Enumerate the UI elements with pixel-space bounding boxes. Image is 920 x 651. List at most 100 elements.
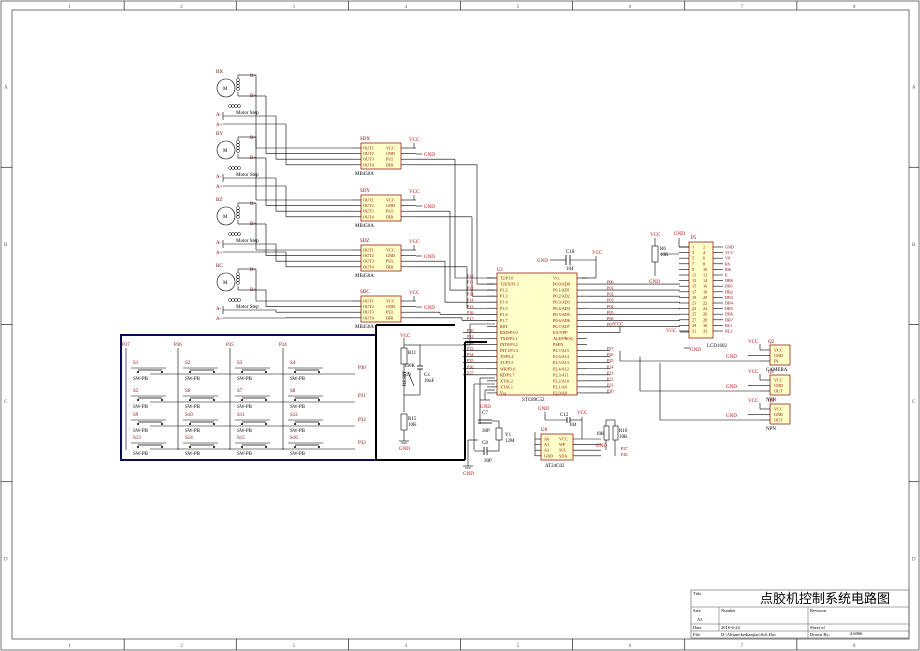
mcu-net-left: P15: [467, 304, 474, 309]
col-label-top: 3: [292, 5, 295, 10]
lcd-pin-left: 1: [692, 245, 694, 250]
col-label-bottom: 4: [404, 644, 407, 649]
keypad-col-label: P37: [122, 343, 130, 348]
switch-ref-label: S10: [185, 413, 193, 418]
size-value: A3: [697, 617, 703, 622]
sensor-ref-label: Q1: [768, 370, 775, 375]
lcd-vcc-label: VCC: [650, 233, 661, 238]
sensor-ref-label: Q2: [768, 340, 775, 345]
coil-b-icon: [236, 81, 240, 85]
motor-icon: [216, 272, 236, 292]
switch-terminal: [294, 423, 296, 425]
driver-pin-right: DIR: [386, 315, 393, 320]
mcu-pin-right: P2.2/A10: [553, 378, 569, 383]
motor-aminus-label: A-: [216, 241, 222, 246]
c12-label: C12: [560, 413, 569, 418]
mcu-pin-left: TXD/P3.1: [500, 336, 517, 341]
mcu-net-right: P23: [607, 370, 614, 375]
col-label-top: 1: [68, 5, 71, 10]
sensor-pin-label: VCC: [774, 407, 783, 412]
eeprom-pin-left: A1: [544, 442, 549, 447]
mcu-body: [496, 272, 578, 396]
driver-pin-right: GND: [386, 253, 395, 258]
driver-pin-left: OUT2: [363, 304, 374, 309]
mcu-pin-right: P0.0/AD0: [553, 282, 570, 287]
motor-bplus-label: B+: [250, 222, 256, 227]
coil-a-icon: [228, 232, 232, 236]
lcd-pin-left: 19: [692, 295, 696, 300]
driver-pin-left: OUT3: [363, 209, 374, 214]
switch-part-label: SW-PB: [237, 452, 253, 457]
mcu-net-right: P22: [607, 376, 614, 381]
mcu-pin-left: XTAL1: [500, 384, 513, 389]
inner-frame: [11, 9, 910, 640]
sensor-pin-label: GND: [774, 353, 783, 358]
motor-step-label: Motor Step: [236, 305, 259, 310]
switch-terminal: [161, 399, 163, 401]
lcd-signal-label: DB4: [725, 301, 734, 306]
switch-ref-label: S16: [290, 436, 298, 441]
sensor-body: [769, 374, 791, 396]
keypad-col-label: P34: [279, 343, 287, 348]
sensor-vcc-label: VCC: [748, 370, 759, 375]
mcu-net-right: P02: [607, 292, 614, 297]
lcd-pin-right: 2: [703, 245, 705, 250]
switch-terminal: [189, 423, 191, 425]
driver-pin-right: PUL: [386, 259, 394, 264]
mcu-pin-right: P2.4/A12: [553, 366, 569, 371]
lcd-pin-right: 6: [703, 256, 705, 261]
switch-part-label: SW-PB: [133, 452, 149, 457]
lcd-pin-left: 9: [692, 267, 694, 272]
mcu-net-right: P26: [607, 352, 614, 357]
mcu-pin-right: P2.7/A15: [553, 348, 569, 353]
driver-pin-left: OUT1: [363, 198, 374, 203]
mcu-net-right: P01: [607, 286, 614, 291]
lcd-signal-label: DB2: [725, 289, 733, 294]
col-label-top: 7: [741, 5, 744, 10]
driver-vcc-label: VCC: [409, 240, 420, 245]
lcd-ref-label: P5: [691, 236, 697, 241]
motor-aminus-label: A-: [216, 113, 222, 118]
motor-m-label: M: [223, 215, 228, 220]
switch-part-label: SW-PB: [290, 452, 306, 457]
lcd-signal-label: DB7: [725, 317, 733, 322]
col-label-bottom: 1: [68, 644, 71, 649]
motor-bminus-label: B-: [250, 268, 255, 273]
lcd-signal-label: VCC: [725, 250, 734, 255]
keypad-col-label: P35: [226, 343, 234, 348]
r11-value: 100K: [404, 364, 416, 369]
switch-ref-label: S4: [290, 361, 296, 366]
driver-pin-right: GND: [386, 151, 395, 156]
coil-a-icon: [228, 166, 232, 170]
mcu-net-left: P11: [467, 280, 473, 285]
sensor-name-label: NPN: [766, 427, 776, 432]
motor-ref-label: BY: [216, 132, 223, 137]
lcd-signal-label: BL1: [725, 323, 732, 328]
motor-ref-label: BX: [216, 70, 223, 75]
driver-pin-left: OUT3: [363, 157, 374, 162]
lcd-signal-label: DB6: [725, 312, 733, 317]
switch-ref-label: S2: [185, 361, 191, 366]
motor-icon: [216, 140, 236, 160]
motor-aplus-label: A+: [216, 123, 223, 128]
driver-pin-right: PUL: [386, 310, 394, 315]
driver-body: [360, 244, 402, 272]
switch-part-label: SW-PB: [290, 377, 306, 382]
lcd-pin-left: 21: [692, 301, 696, 306]
coil-b-icon: [236, 143, 240, 147]
mcu-pin-right: P0.6/AD6: [553, 318, 570, 323]
lcd-pin-left: 13: [692, 278, 696, 283]
driver-pin-left: OUT1: [363, 248, 374, 253]
file-value: D:\Altium\kedianjiao\Sch.Doc: [721, 632, 776, 637]
crystal-circuit: C7 30P C8 30P Y1 12M GND GND: [463, 377, 515, 477]
motor-aminus-label: A-: [216, 175, 222, 180]
driver-vcc-label: VCC: [409, 138, 420, 143]
motor-bplus-label: B+: [250, 288, 256, 293]
lcd-pin-right: 32: [703, 329, 707, 334]
coil-a-icon: [234, 232, 238, 236]
mcu-net-right: P25: [607, 358, 614, 363]
mcu-pin-left: P1.6: [500, 312, 508, 317]
drivers-group: SDXMB450AOUT1OUT2OUT3OUT4VCCGNDPULDIRVCC…: [223, 74, 495, 330]
